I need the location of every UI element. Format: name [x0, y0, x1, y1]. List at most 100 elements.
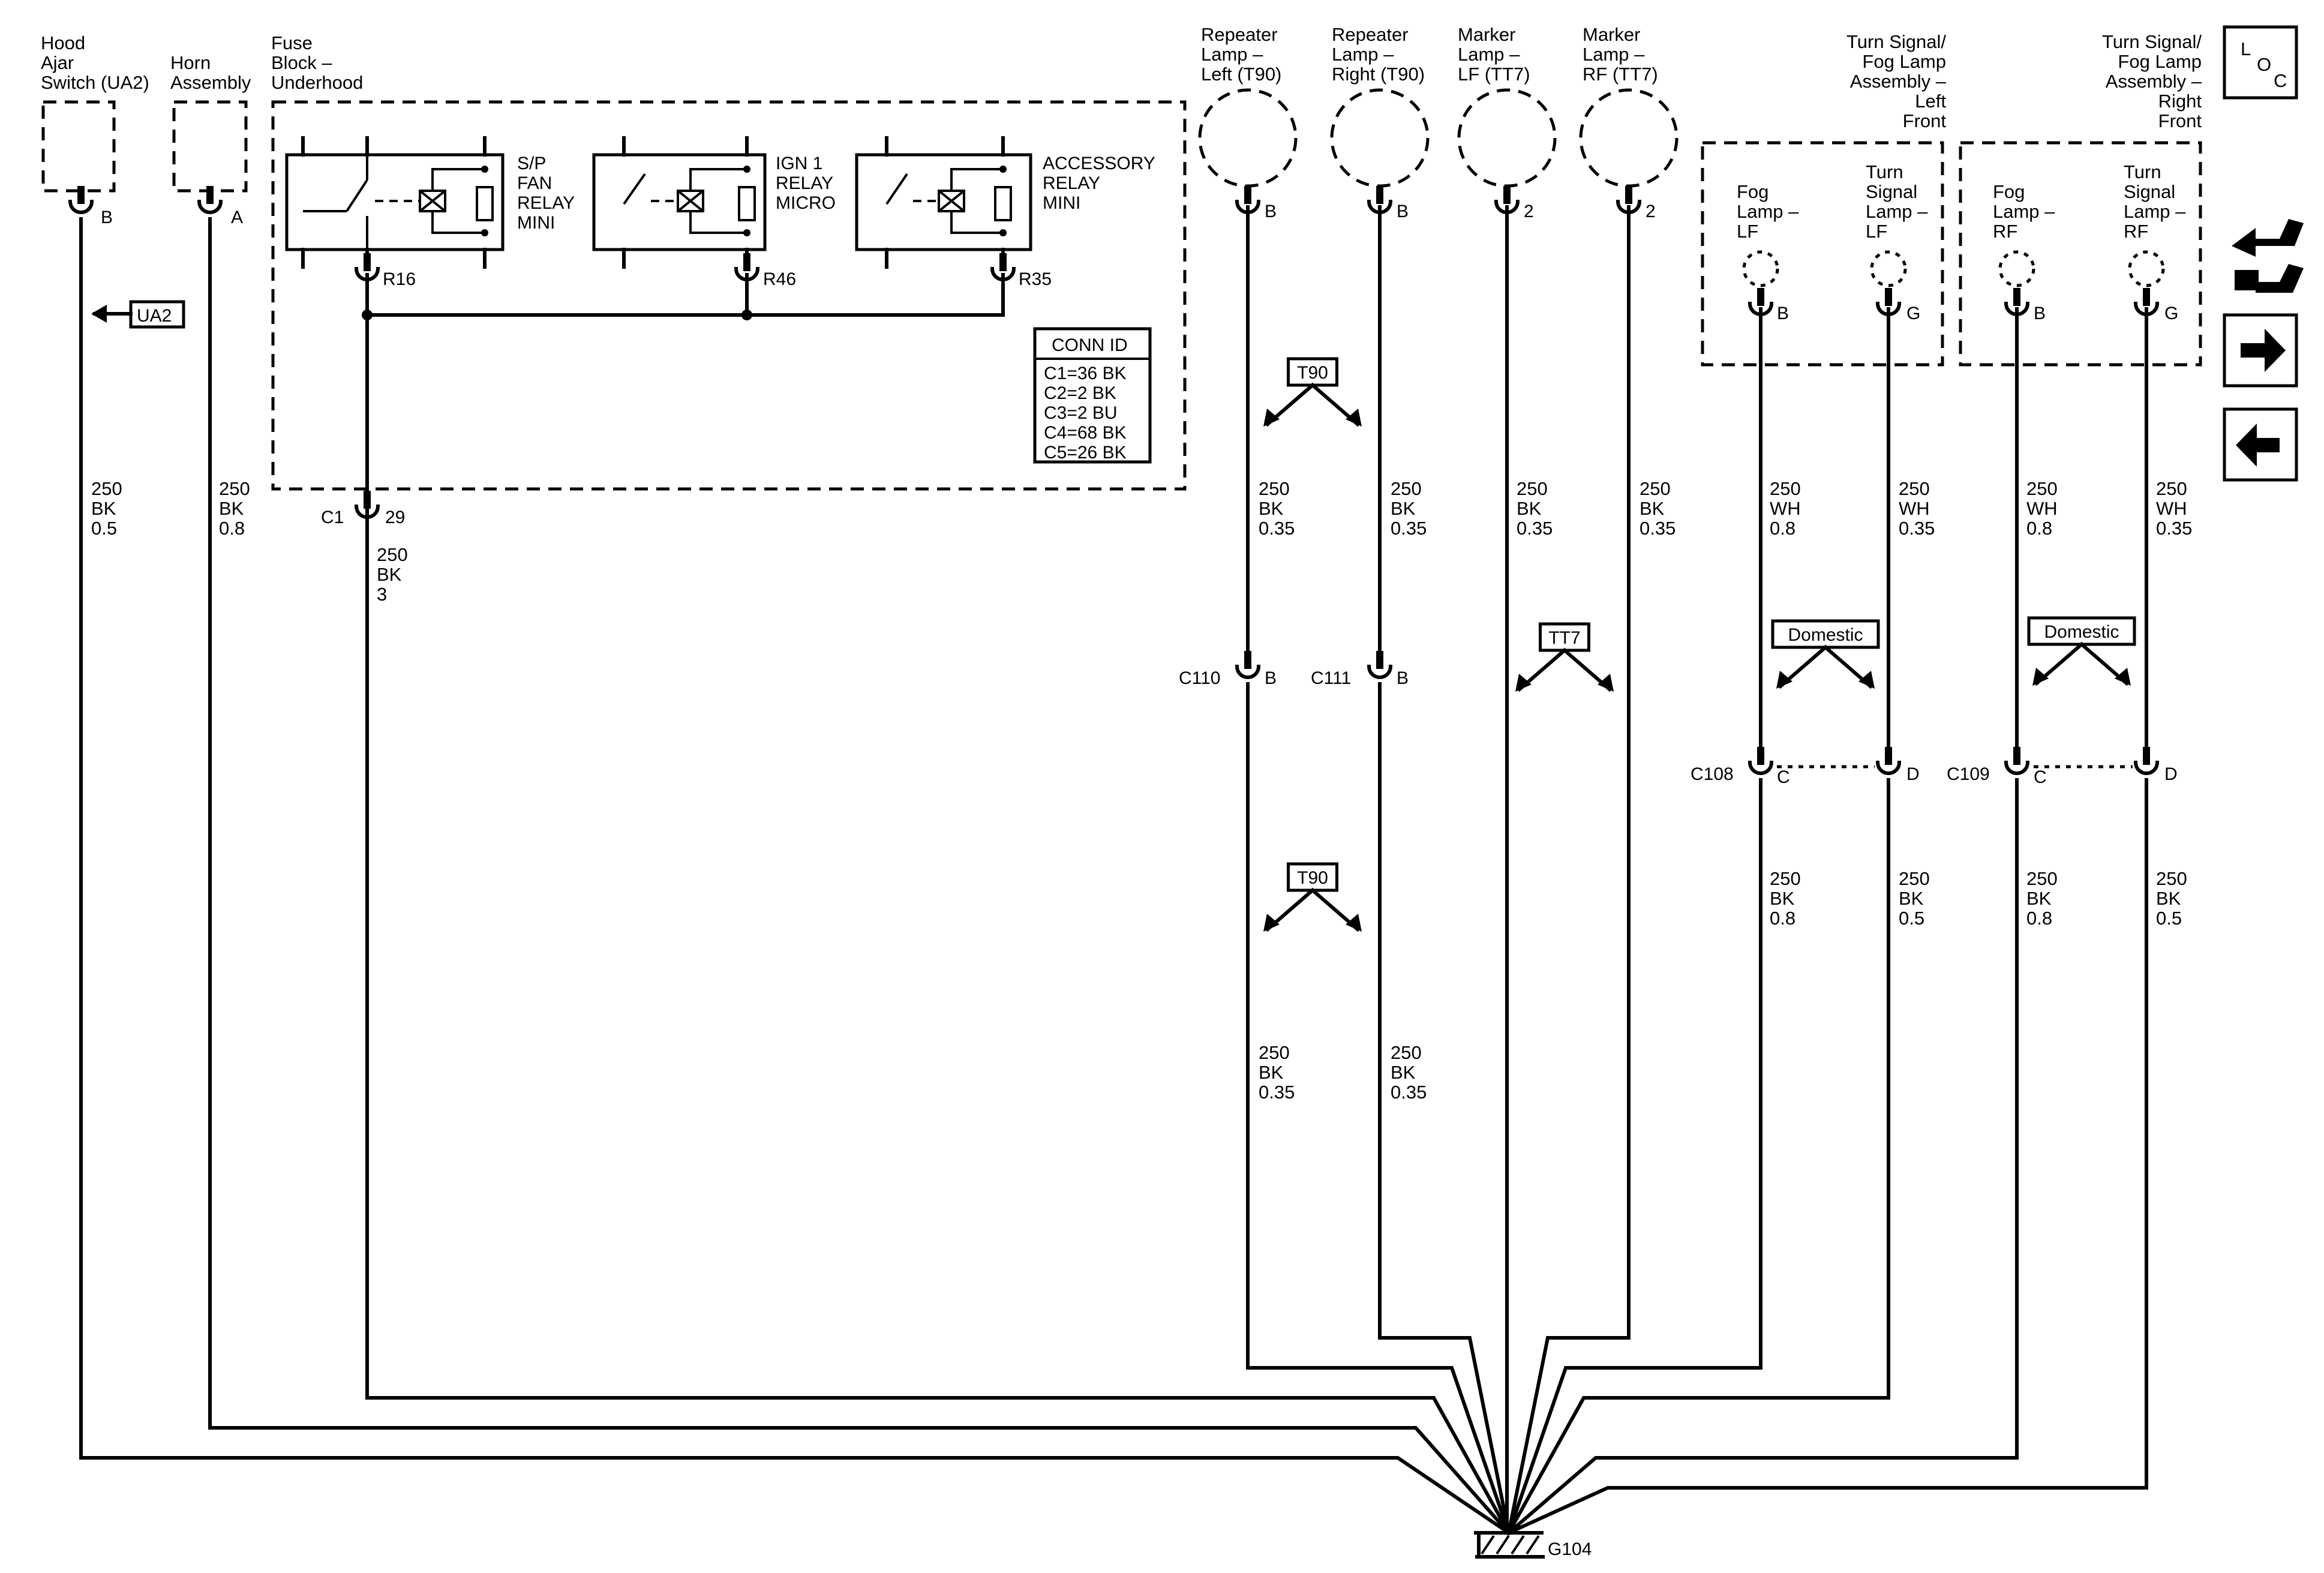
- turn-signal-fog-left: Turn Signal/ Fog Lamp Assembly – Left Fr…: [1701, 31, 1947, 367]
- pin-r35: R35: [1019, 269, 1052, 289]
- rep-r-label-1: Repeater: [1332, 24, 1409, 45]
- wire-label-rep-r-bot-2: BK: [1391, 1062, 1416, 1083]
- terminal-mk-rf: [1616, 186, 1642, 214]
- wire-label-rep-r-top-2: BK: [1391, 498, 1416, 519]
- terminal-r46: [734, 253, 760, 281]
- mk-lf-label-2: Lamp –: [1458, 44, 1520, 65]
- terminal-c108-d: [1875, 747, 1902, 775]
- arrow-left-icon[interactable]: [2223, 407, 2298, 482]
- fog-rf-label-2: Lamp –: [1993, 201, 2055, 222]
- wire-label-rep-l-bot-2: BK: [1259, 1062, 1284, 1083]
- wire-label-fog-rf-top-3: 0.8: [2026, 518, 2052, 539]
- turn-lf-label-3: Lamp –: [1866, 201, 1928, 222]
- wire-label-fog-lf-top-1: 250: [1770, 478, 1801, 499]
- wire-label-mk-lf-3: 0.35: [1517, 518, 1553, 539]
- connector-swap-icon[interactable]: [2232, 219, 2304, 293]
- option-tag-text-domestic-right: Domestic: [2044, 622, 2119, 642]
- terminal-turn-lf: [1875, 288, 1902, 316]
- pin-rep-l: B: [1265, 202, 1277, 221]
- ts-r-label-2: Fog Lamp: [2118, 51, 2202, 72]
- turn-lf-label-4: LF: [1866, 221, 1887, 242]
- terminal-c1: [354, 491, 380, 519]
- wire-label-horn-1: 250: [219, 478, 250, 499]
- wire-label-fog-rf-bot-3: 0.8: [2026, 908, 2052, 929]
- option-tag-tt7: TT7: [1515, 622, 1614, 692]
- conn-id-row-2: C2=2 BK: [1044, 383, 1116, 403]
- fog-lf-label-3: LF: [1737, 221, 1758, 242]
- wire-label-rep-r-top-3: 0.35: [1391, 518, 1427, 539]
- wire-label-mk-lf-2: BK: [1517, 498, 1542, 519]
- wire-label-mk-rf-1: 250: [1640, 478, 1671, 499]
- rep-l-label-2: Lamp –: [1201, 44, 1263, 65]
- hood-ajar-label-3: Switch (UA2): [41, 72, 149, 93]
- conn-id-row-5: C5=26 BK: [1044, 443, 1127, 463]
- sp-fan-label-3: RELAY: [517, 193, 575, 213]
- wire-label-rep-l-bot-1: 250: [1259, 1042, 1290, 1063]
- hood-ajar-switch: Hood Ajar Switch (UA2): [41, 32, 149, 193]
- wire-labels: 250BK0.5250BK0.8250BK3250BK0.35250BK0.35…: [91, 478, 2192, 1103]
- wire-label-turn-rf-bot-3: 0.5: [2156, 908, 2182, 929]
- pin-labels: B A R16 R46 R35 C1 29 B B 2 2 B G B G C1…: [101, 202, 2178, 787]
- wire-label-fog-lf-bot-1: 250: [1770, 868, 1801, 889]
- ts-l-label-4: Left: [1915, 91, 1946, 112]
- mk-rf-label-2: Lamp –: [1583, 44, 1645, 65]
- wire-label-rep-r-bot-1: 250: [1391, 1042, 1422, 1063]
- option-tag-t90-top: T90: [1263, 357, 1362, 427]
- option-tag-domestic-left: Domestic: [1771, 619, 1880, 689]
- mk-rf-label-1: Marker: [1583, 24, 1640, 45]
- pin-turn-rf: G: [2164, 304, 2178, 323]
- pin-rep-r: B: [1397, 202, 1409, 221]
- turn-lf-label-1: Turn: [1866, 161, 1903, 182]
- wire-label-rep-l-bot-3: 0.35: [1259, 1082, 1295, 1103]
- fuse-block-label-3: Underhood: [271, 72, 363, 93]
- arrow-right-icon[interactable]: [2223, 313, 2298, 388]
- option-tag-t90-bottom: T90: [1263, 862, 1362, 932]
- pin-c108: C108: [1691, 764, 1734, 784]
- ts-l-label-5: Front: [1903, 110, 1947, 131]
- conn-id-title: CONN ID: [1052, 335, 1128, 355]
- wire-label-fog-rf-top-2: WH: [2026, 498, 2058, 519]
- wire-label-horn-3: 0.8: [219, 518, 245, 539]
- option-tag-text-t90-bottom: T90: [1297, 868, 1328, 888]
- loc-button[interactable]: L O C: [2223, 25, 2298, 100]
- ground-g104: G104: [1474, 1531, 1592, 1559]
- wire-label-turn-rf-top-2: WH: [2156, 498, 2187, 519]
- pin-horn: A: [231, 208, 243, 227]
- hood-ajar-label-1: Hood: [41, 32, 85, 53]
- ts-l-label-2: Fog Lamp: [1862, 51, 1946, 72]
- mk-lf-label-3: LF (TT7): [1458, 64, 1530, 85]
- turn-signal-fog-right: Turn Signal/ Fog Lamp Assembly – Right F…: [1959, 31, 2202, 367]
- wires: [79, 205, 2148, 1536]
- wire-label-fuse-2: BK: [377, 564, 402, 585]
- rep-r-label-2: Lamp –: [1332, 44, 1394, 65]
- accessory-relay: ACCESSORY RELAY MINI: [855, 136, 1155, 269]
- fuse-block-label-1: Fuse: [271, 32, 313, 53]
- terminal-hood: [68, 186, 94, 214]
- wire-label-fog-lf-bot-2: BK: [1770, 888, 1795, 909]
- rep-r-label-3: Right (T90): [1332, 64, 1425, 85]
- terminal-turn-rf: [2133, 288, 2160, 316]
- terminal-r35: [990, 253, 1016, 281]
- terminal-c109-c: [2004, 747, 2030, 775]
- pin-c1-29: 29: [385, 508, 405, 527]
- fog-rf-label-3: RF: [1993, 221, 2017, 242]
- wire-label-mk-rf-3: 0.35: [1640, 518, 1676, 539]
- loc-letter-l: L: [2241, 38, 2251, 59]
- mk-lf-label-1: Marker: [1458, 24, 1515, 45]
- conn-id-table: CONN ID C1=36 BK C2=2 BK C3=2 BU C4=68 B…: [1033, 327, 1152, 464]
- wire-label-horn-2: BK: [219, 498, 244, 519]
- fog-rf-label-1: Fog: [1993, 181, 2025, 202]
- horn-label-2: Assembly: [170, 72, 251, 93]
- ts-r-label-4: Right: [2158, 91, 2202, 112]
- pin-c109: C109: [1947, 764, 1990, 784]
- wire-label-fog-lf-bot-3: 0.8: [1770, 908, 1795, 929]
- wire-label-turn-lf-bot-3: 0.5: [1899, 908, 1924, 929]
- ts-r-label-1: Turn Signal/: [2102, 31, 2202, 52]
- wire-label-turn-rf-bot-1: 250: [2156, 868, 2187, 889]
- fuse-block-label-2: Block –: [271, 52, 332, 73]
- wire-label-turn-lf-top-3: 0.35: [1899, 518, 1935, 539]
- terminal-fog-rf: [2004, 288, 2030, 316]
- terminal-c108-c: [1747, 747, 1774, 775]
